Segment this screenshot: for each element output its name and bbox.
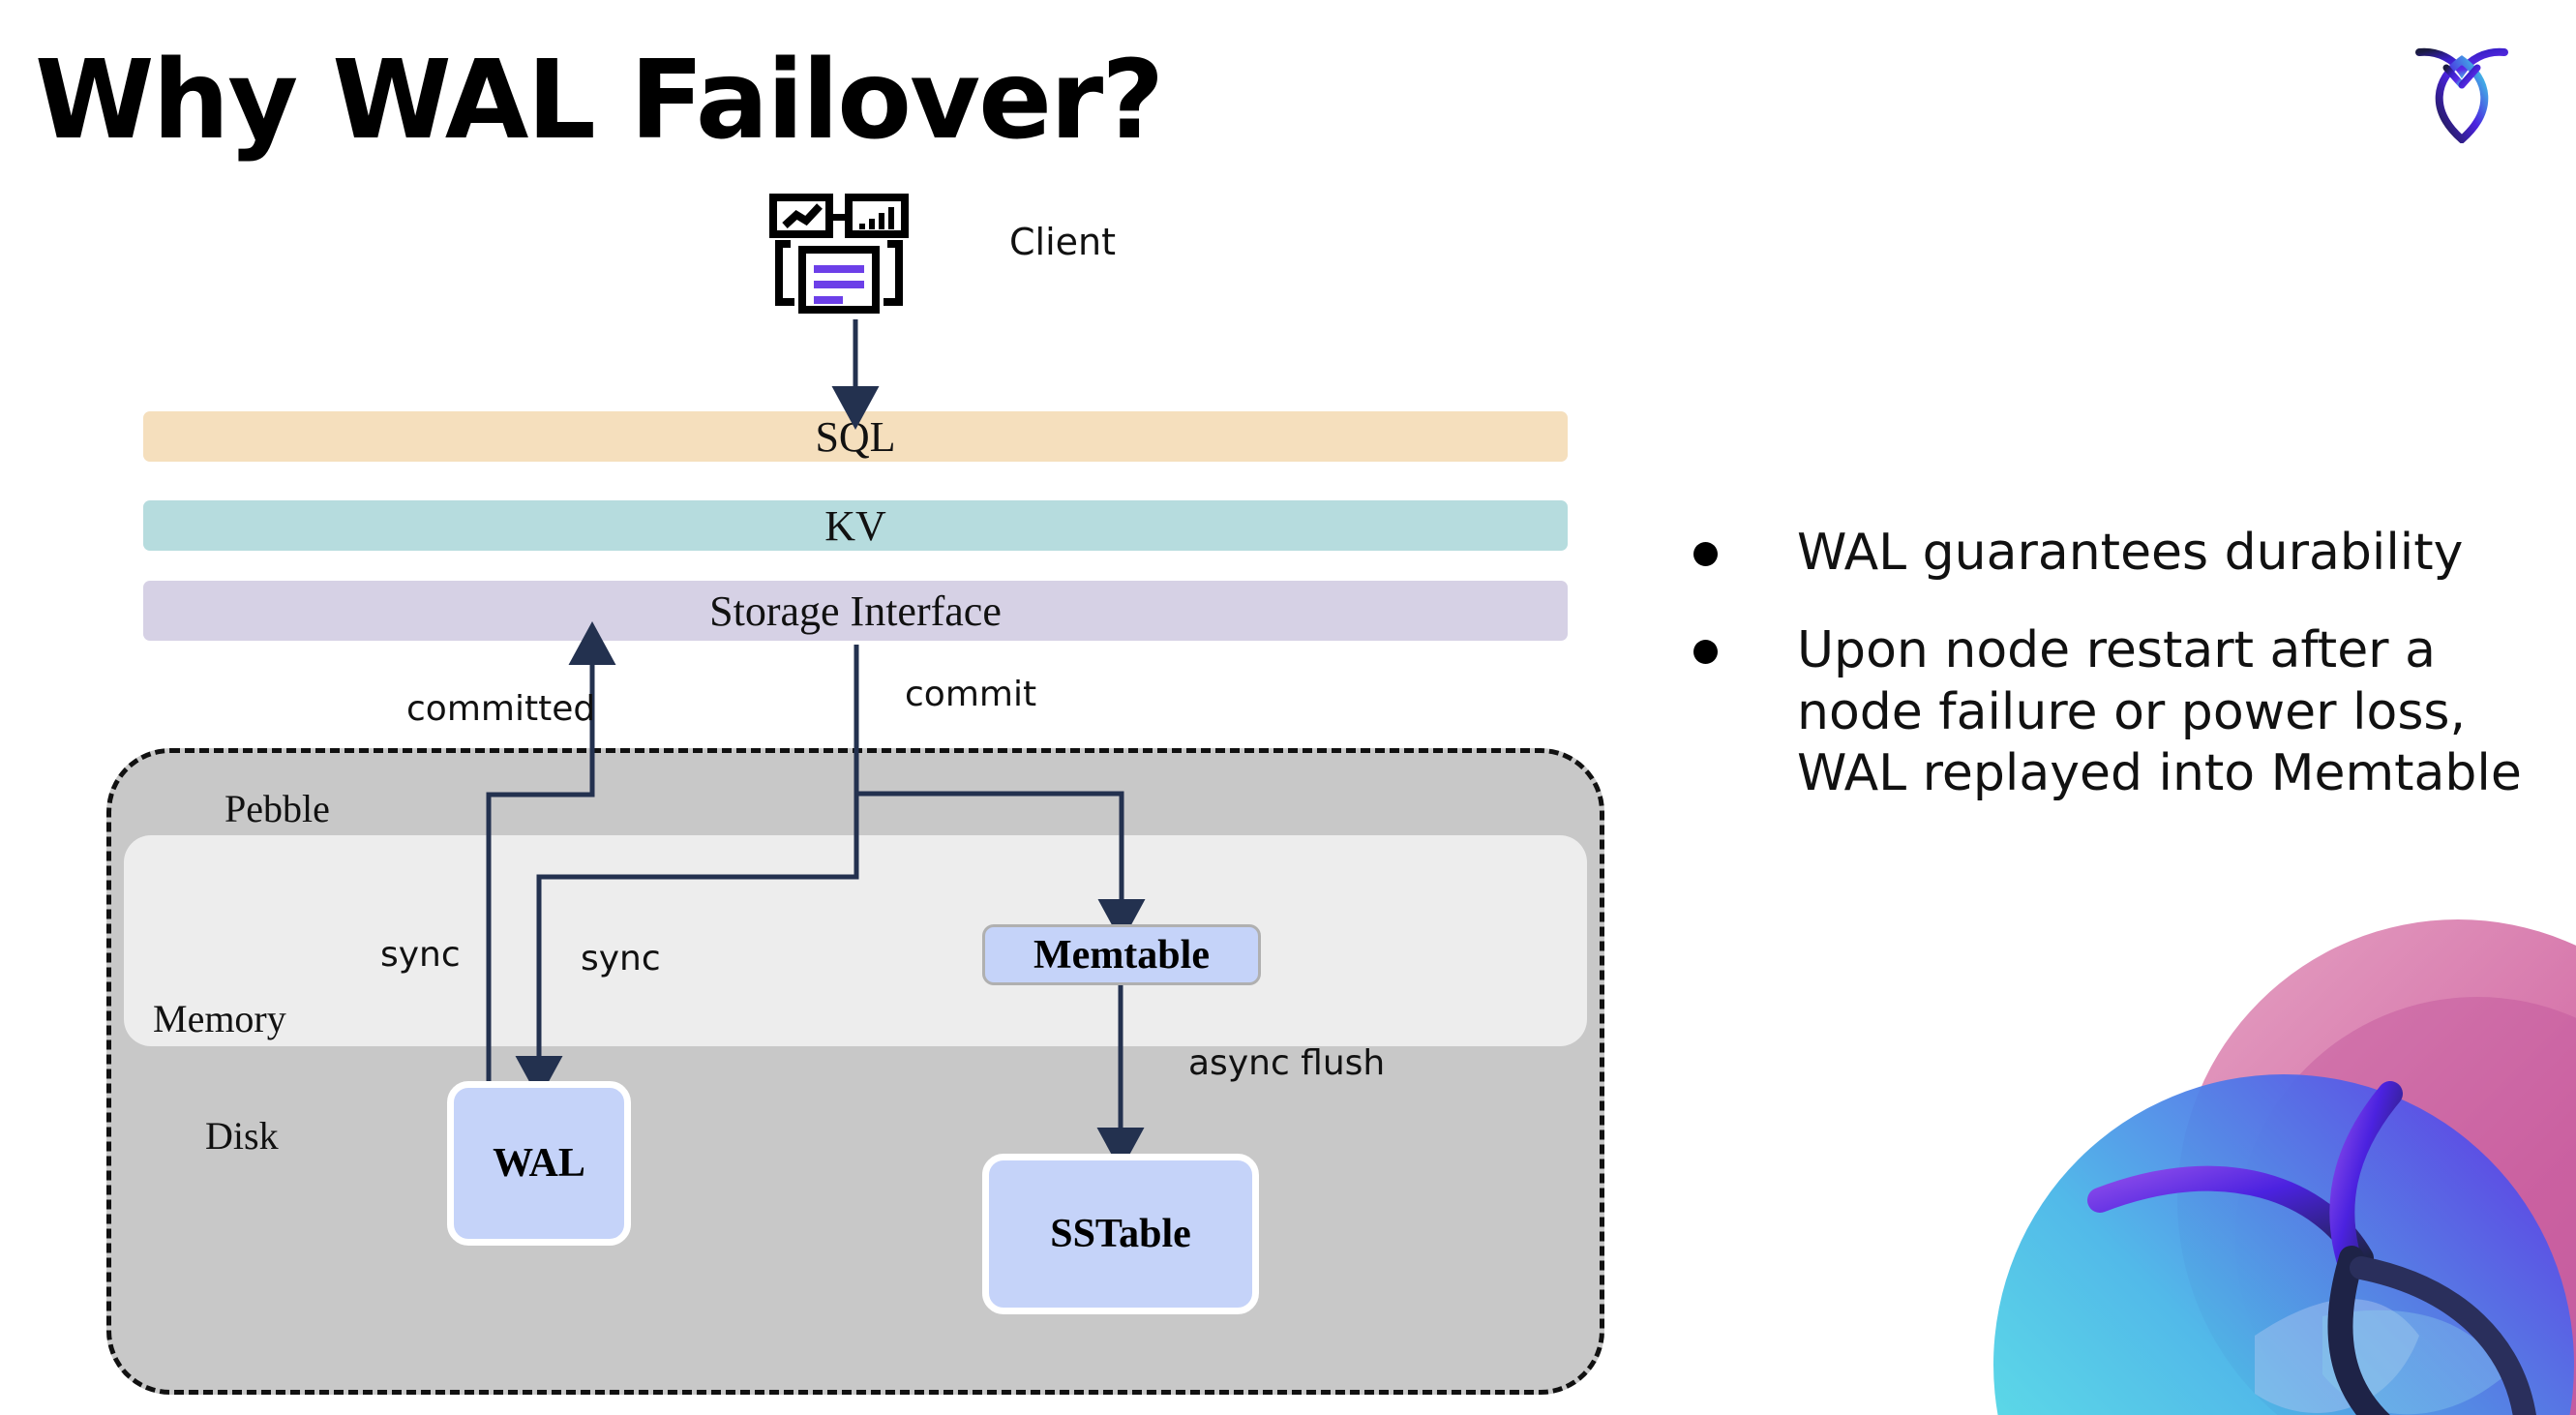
edge-label-sync-right: sync bbox=[581, 939, 661, 978]
edge-label-async-flush: async flush bbox=[1188, 1043, 1386, 1083]
layer-label-kv: KV bbox=[824, 501, 886, 550]
edge-label-commit: commit bbox=[905, 675, 1037, 714]
node-sstable: SSTable bbox=[982, 1154, 1259, 1314]
layer-bar-kv: KV bbox=[143, 500, 1568, 551]
edge-label-committed: committed bbox=[406, 689, 596, 729]
layer-bar-sql: SQL bbox=[143, 411, 1568, 462]
page-title: Why WAL Failover? bbox=[35, 38, 1164, 164]
memory-zone bbox=[124, 835, 1587, 1046]
node-label-memtable: Memtable bbox=[1033, 932, 1210, 978]
layer-label-storage-interface: Storage Interface bbox=[709, 587, 1002, 635]
bullet-list: WAL guarantees durability Upon node rest… bbox=[1693, 523, 2526, 842]
disk-zone-label: Disk bbox=[205, 1114, 279, 1158]
pebble-label: Pebble bbox=[225, 787, 330, 830]
edge-label-sync-left: sync bbox=[380, 935, 461, 975]
bullet-dot-icon bbox=[1693, 640, 1718, 665]
layer-bar-storage-interface: Storage Interface bbox=[143, 581, 1568, 641]
node-label-sstable: SSTable bbox=[1050, 1212, 1191, 1256]
bullet-text: Upon node restart after a node failure o… bbox=[1797, 621, 2522, 803]
list-item: WAL guarantees durability bbox=[1693, 523, 2526, 584]
client-dashboard-icon bbox=[769, 194, 924, 317]
list-item: Upon node restart after a node failure o… bbox=[1693, 620, 2526, 804]
cockroachdb-logo-icon bbox=[2408, 31, 2516, 145]
layer-label-sql: SQL bbox=[815, 412, 896, 461]
node-label-wal: WAL bbox=[493, 1141, 585, 1186]
decorative-logo-graphic bbox=[1935, 910, 2576, 1415]
bullet-dot-icon bbox=[1693, 542, 1718, 566]
node-wal: WAL bbox=[447, 1081, 631, 1246]
memory-zone-label: Memory bbox=[153, 997, 286, 1040]
bullet-text: WAL guarantees durability bbox=[1797, 524, 2464, 582]
node-memtable: Memtable bbox=[982, 924, 1261, 985]
client-label: Client bbox=[1009, 221, 1117, 263]
